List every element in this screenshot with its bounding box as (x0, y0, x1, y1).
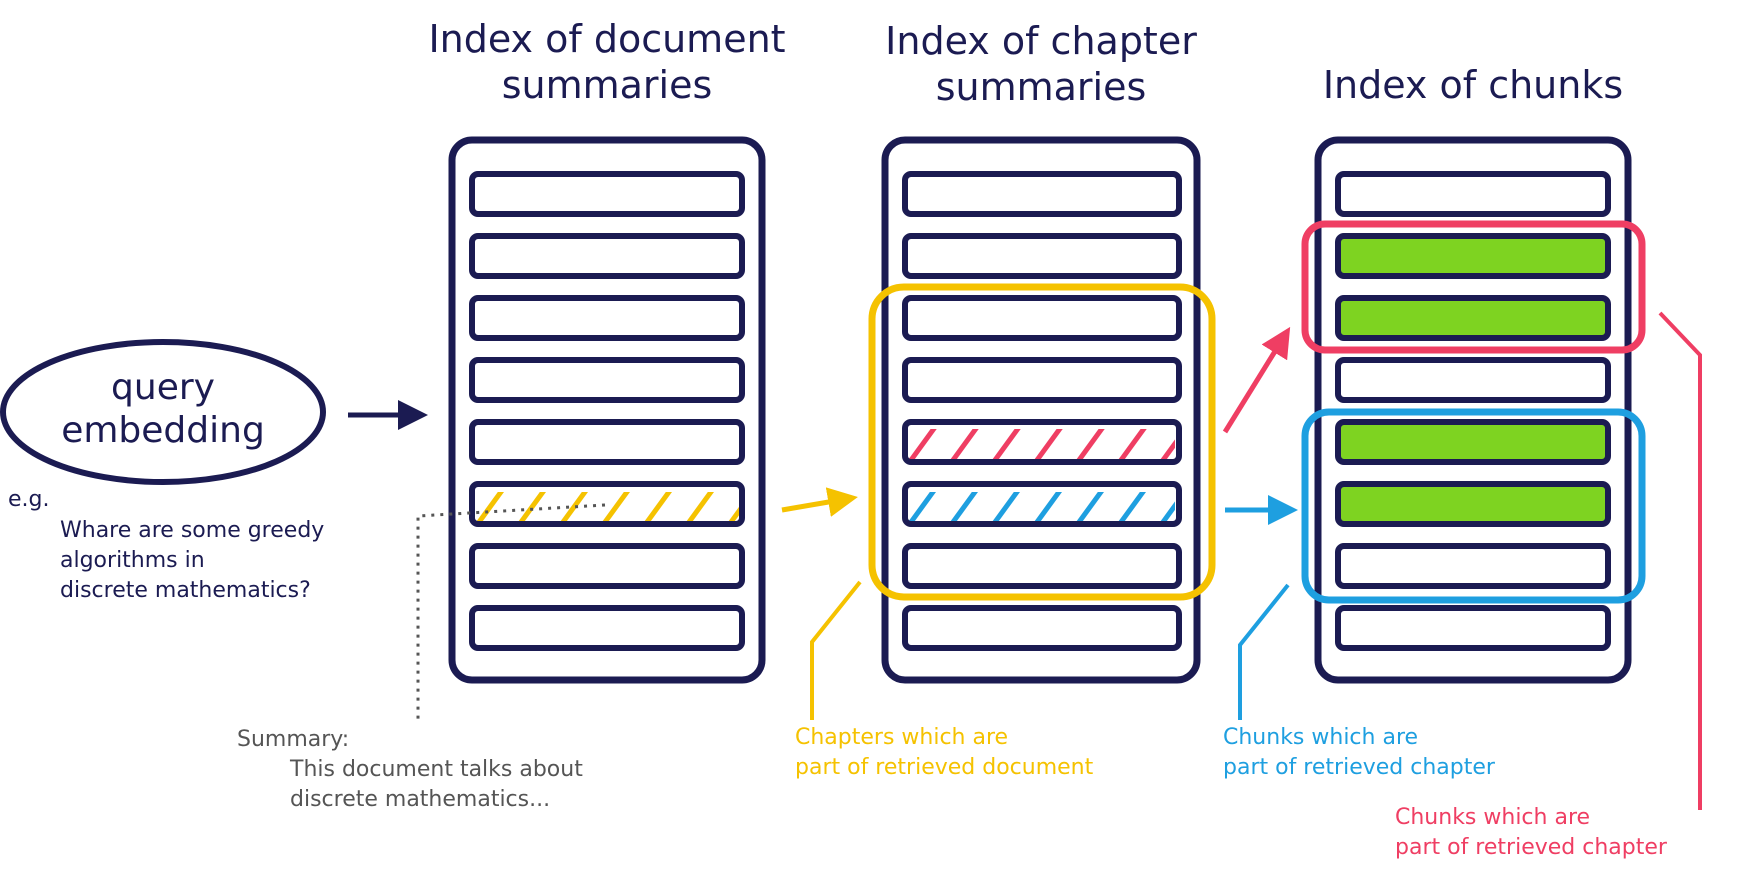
chunk-row (1335, 605, 1611, 651)
chapters-annotation: Chapters which are part of retrieved doc… (795, 723, 1093, 783)
chunk-row-retrieved (1335, 295, 1611, 341)
chapter-row (902, 605, 1182, 651)
document-row (469, 543, 745, 589)
chunk-row (1335, 543, 1611, 589)
chapter-row-retrieved-red (902, 419, 1182, 465)
chunk-index-title-line1: Index of chunks (1322, 63, 1624, 107)
chapters-annotation-line1: Chapters which are (795, 725, 1009, 750)
chunks-leader-blue (1238, 583, 1290, 720)
chunks-annotation-blue-line1: Chunks which are (1223, 725, 1419, 750)
chunks-leader-red (1658, 311, 1702, 810)
chunk-row (1335, 171, 1611, 217)
chapter-to-chunks-red-arrow (1222, 326, 1291, 434)
chapter-row (902, 357, 1182, 403)
chunk-row (1335, 357, 1611, 403)
chapter-index-title: Index of chapter summaries (856, 18, 1226, 110)
document-index (448, 136, 766, 684)
document-row (469, 171, 745, 217)
chunks-annotation-blue: Chunks which are part of retrieved chapt… (1223, 723, 1495, 783)
chunk-index-title: Index of chunks (1288, 62, 1658, 108)
chapters-annotation-line2: part of retrieved document (795, 755, 1094, 780)
summary-text-line2: discrete mathematics... (290, 787, 551, 812)
document-row (469, 357, 745, 403)
chunk-row-retrieved (1335, 481, 1611, 527)
query-label: query embedding (23, 366, 303, 452)
document-index-title-line2: summaries (501, 63, 713, 107)
chapters-leader-yellow (810, 580, 862, 720)
chunks-annotation-red-line1: Chunks which are (1395, 805, 1591, 830)
document-index-title-line1: Index of document (428, 17, 786, 61)
summary-text-line1: This document talks about (290, 757, 583, 782)
chapter-index-title-line1: Index of chapter (885, 19, 1197, 63)
doc-to-chapters-arrow (781, 487, 858, 517)
example-prefix: e.g. (8, 487, 50, 512)
chapter-row (902, 233, 1182, 279)
chapter-row (902, 543, 1182, 589)
chunks-annotation-blue-line2: part of retrieved chapter (1223, 755, 1495, 780)
query-label-line2: embedding (61, 410, 265, 451)
retrieved-chapter-red-hatch (909, 429, 1175, 464)
chunks-annotation-red: Chunks which are part of retrieved chapt… (1395, 803, 1667, 863)
chunks-annotation-red-line2: part of retrieved chapter (1395, 835, 1667, 860)
chapter-index-title-line2: summaries (935, 65, 1147, 109)
example-question-line1: Whare are some greedy (60, 518, 325, 543)
query-ellipse (0, 339, 326, 485)
chunks-highlight-blue (1301, 408, 1646, 604)
chapter-row-retrieved-blue (902, 481, 1182, 527)
summary-label: Summary: (237, 727, 350, 752)
document-row (469, 605, 745, 651)
chapters-highlight-yellow (868, 283, 1216, 601)
chunks-highlight-red (1301, 220, 1646, 354)
chunk-row-retrieved (1335, 419, 1611, 465)
chapter-index (881, 136, 1201, 684)
query-label-line1: query (111, 367, 215, 408)
document-row (469, 295, 745, 341)
chapter-row (902, 295, 1182, 341)
document-row (469, 233, 745, 279)
retrieved-chapter-blue-hatch (909, 492, 1175, 527)
example-question-line3: discrete mathematics? (60, 578, 311, 603)
example-question-line2: algorithms in (60, 548, 205, 573)
document-row-retrieved (469, 481, 745, 527)
chunk-row-retrieved (1335, 233, 1611, 279)
chapter-row (902, 171, 1182, 217)
document-index-title: Index of document summaries (422, 16, 792, 108)
retrieved-document-hatch (476, 492, 740, 527)
example-question: Whare are some greedy algorithms in disc… (60, 516, 324, 606)
document-row (469, 419, 745, 465)
summary-text: This document talks about discrete mathe… (290, 755, 583, 815)
